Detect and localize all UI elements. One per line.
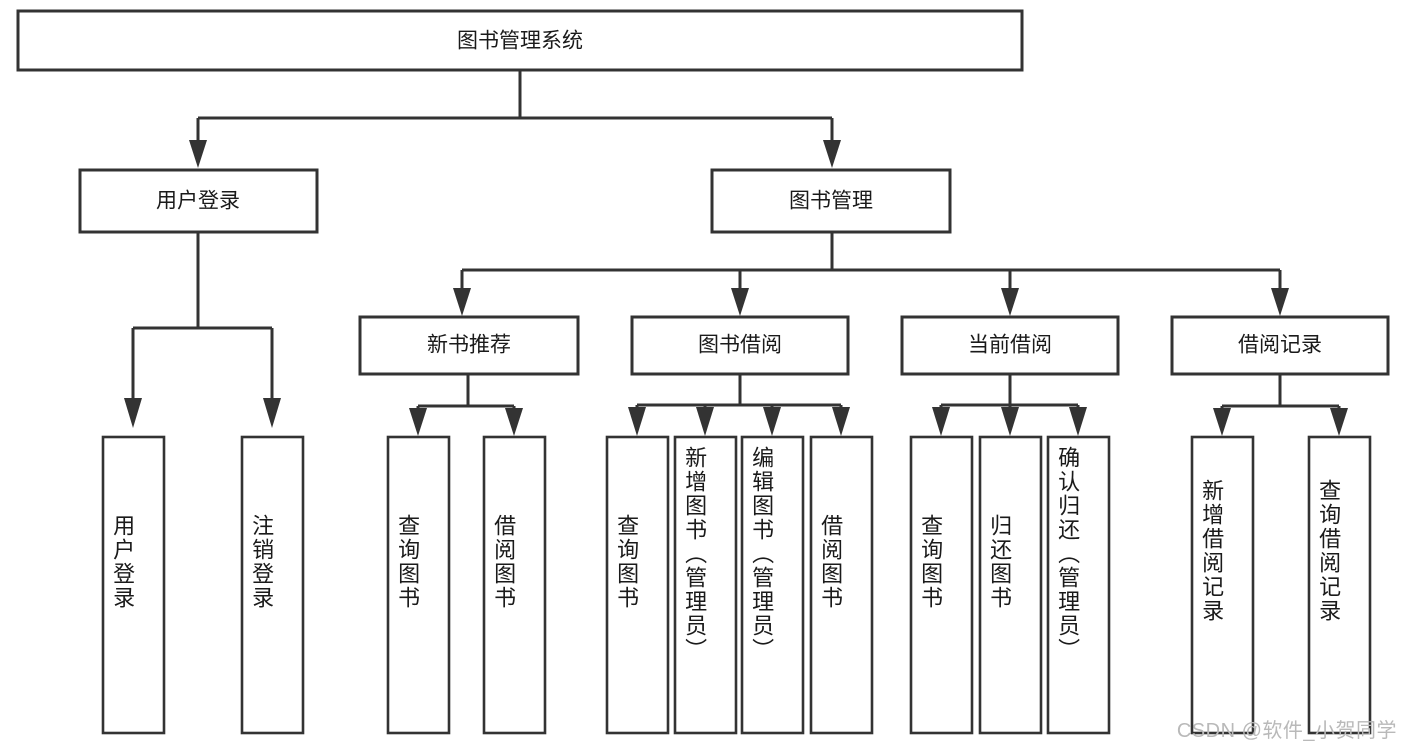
node-book-management[interactable]: 图书管理	[710, 168, 952, 234]
leafbox-query-book-1[interactable]	[386, 435, 451, 735]
leafbox-edit-book[interactable]	[740, 435, 805, 735]
leafbox-add-record[interactable]	[1190, 435, 1255, 735]
node-label-current-borrow: 当前借阅	[968, 334, 1052, 357]
leafbox-confirm-return[interactable]	[1046, 435, 1111, 735]
node-current-borrow[interactable]: 当前借阅	[900, 315, 1120, 376]
node-label-borrow-record: 借阅记录	[1238, 334, 1322, 357]
leafbox-query-record[interactable]	[1307, 435, 1372, 735]
node-book-management-system[interactable]: 图书管理系统	[16, 9, 1024, 72]
connector-root-to-level1	[189, 70, 841, 168]
connector-bookborrow-to-leaves	[628, 374, 850, 436]
leafbox-query-book-3[interactable]	[909, 435, 974, 735]
node-label-book-management: 图书管理	[789, 190, 873, 213]
node-label-user-login: 用户登录	[156, 190, 240, 213]
leafbox-user-login[interactable]	[101, 435, 166, 735]
leafbox-borrow-book-1[interactable]	[482, 435, 547, 735]
node-label-book-borrow: 图书借阅	[698, 334, 782, 357]
connector-bookmanage-to-level2	[453, 232, 1289, 316]
leafbox-logout-login[interactable]	[240, 435, 305, 735]
watermark: CSDN @软件_小贺同学	[1176, 720, 1397, 742]
node-book-borrow[interactable]: 图书借阅	[630, 315, 850, 376]
connector-newbook-to-leaves	[409, 374, 523, 436]
node-borrow-record[interactable]: 借阅记录	[1170, 315, 1390, 376]
leafbox-add-book[interactable]	[673, 435, 738, 735]
node-user-login[interactable]: 用户登录	[78, 168, 319, 234]
leafbox-return-book[interactable]	[978, 435, 1043, 735]
node-new-book-recommend[interactable]: 新书推荐	[358, 315, 580, 376]
connector-borrowrecord-to-leaves	[1213, 374, 1348, 436]
connector-currentborrow-to-leaves	[932, 374, 1087, 436]
leafbox-query-book-2[interactable]	[605, 435, 670, 735]
connector-userlogin-to-leaves	[124, 232, 281, 428]
node-label-root: 图书管理系统	[457, 30, 583, 53]
leafbox-borrow-book-2[interactable]	[809, 435, 874, 735]
node-label-new-book-recommend: 新书推荐	[427, 334, 511, 357]
